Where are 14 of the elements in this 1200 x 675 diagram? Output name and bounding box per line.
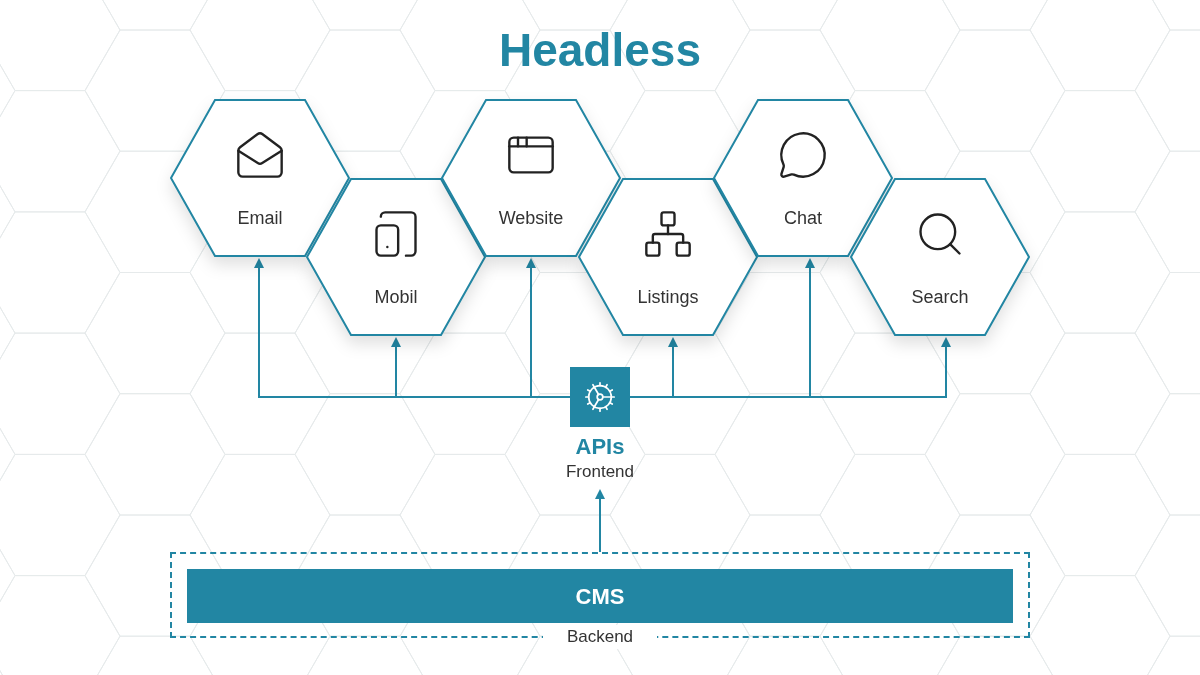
layer-label: Frontend	[565, 460, 634, 482]
cms-bar: CMS	[187, 569, 1013, 623]
node-label: Chat	[784, 208, 822, 228]
node-label: Email	[237, 208, 283, 228]
node-label: Mobil	[374, 287, 418, 307]
arrow	[629, 337, 951, 398]
node-label: Listings	[637, 287, 699, 307]
node-label: Website	[498, 208, 564, 228]
arrow	[595, 489, 605, 553]
api-heading: APIs	[575, 433, 625, 461]
node-label: Search	[911, 287, 969, 307]
arrow	[526, 258, 571, 398]
title: Headless	[499, 23, 701, 78]
layer-label: Backend	[542, 625, 658, 649]
